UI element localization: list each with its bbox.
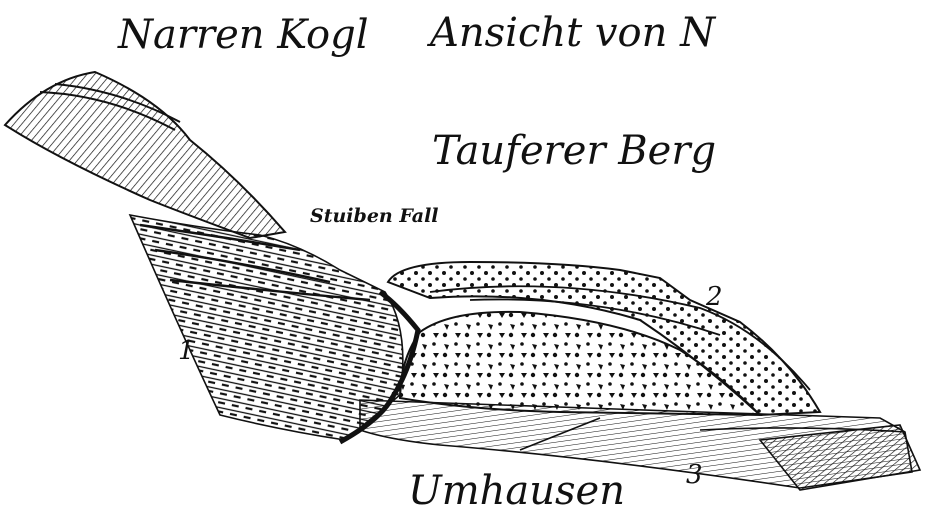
unit-1-label: 1 [178,336,195,366]
mountain-label: Tauferer Berg [432,128,716,174]
waterfall-label: Stuiben Fall [310,205,439,227]
peak-label: Narren Kogl [118,12,369,58]
village-label: Umhausen [408,468,625,514]
unit-3-label: 3 [686,460,703,490]
unit-2-label: 2 [706,282,723,312]
peak-hatched-slope [5,72,285,238]
view-direction-label: Ansicht von N [430,10,715,56]
